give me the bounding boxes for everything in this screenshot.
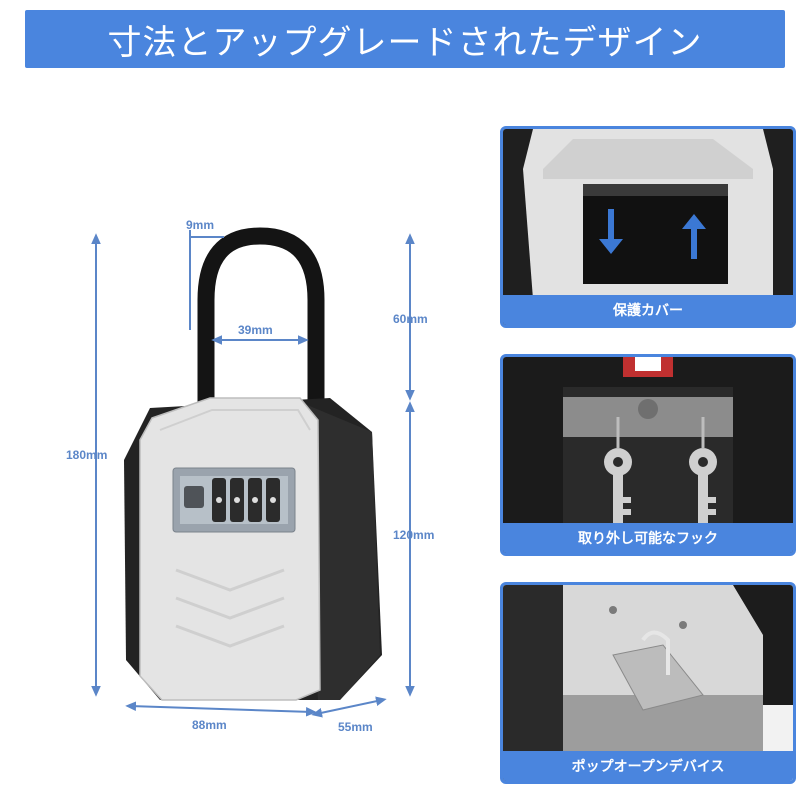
arrow-down-icon <box>599 209 623 254</box>
panel-protective-cover: 保護カバー <box>500 126 796 328</box>
shackle-width-label: 39mm <box>238 323 273 337</box>
lock-body-front <box>139 397 321 701</box>
shackle <box>197 227 325 419</box>
protective-cover-illustration <box>503 129 793 325</box>
panel-pop-open-device: ポップオープンデバイス <box>500 582 796 784</box>
depth-label: 55mm <box>338 720 373 734</box>
body-height-label: 120mm <box>393 528 435 542</box>
panel-caption: ポップオープンデバイス <box>503 751 793 781</box>
panel-removable-hook: 取り外し可能なフック <box>500 354 796 556</box>
arrow-up-icon <box>682 214 706 259</box>
panel-caption: 保護カバー <box>503 295 793 325</box>
page-title: 寸法とアップグレードされたデザイン <box>107 22 703 63</box>
title-banner: 寸法とアップグレードされたデザイン <box>25 10 785 68</box>
shackle-height-label: 60mm <box>393 312 428 326</box>
panel-caption: 取り外し可能なフック <box>503 523 793 553</box>
width-label: 88mm <box>192 718 227 732</box>
removable-hook-illustration <box>503 357 793 553</box>
total-height-label: 180mm <box>66 448 108 462</box>
shackle-thickness-label: 9mm <box>186 218 215 232</box>
